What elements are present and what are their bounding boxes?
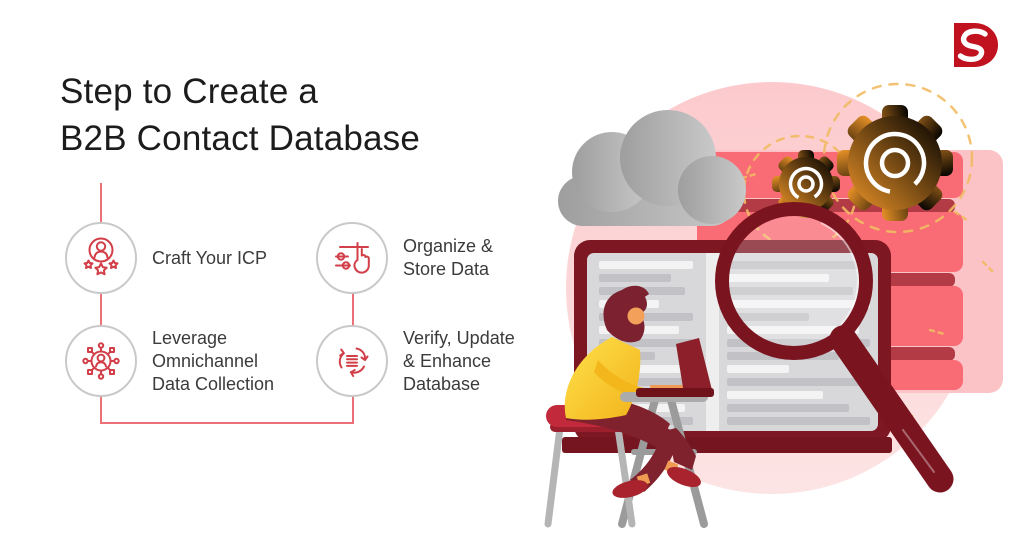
step-label: Craft Your ICP xyxy=(152,247,268,268)
step-leverage-omnichannel: Leverage Omnichannel Data Collection xyxy=(65,325,274,397)
connector-line xyxy=(352,293,354,326)
verify-refresh-data-icon xyxy=(338,347,369,377)
ideal-customer-profile-icon xyxy=(83,237,119,276)
step-craft-your-icp: Craft Your ICP xyxy=(65,222,267,294)
connector-line xyxy=(352,396,354,424)
brand-logo-icon xyxy=(954,23,998,67)
connector-line xyxy=(100,293,102,326)
step-verify-update-enhance: Verify, Update & Enhance Database xyxy=(316,325,515,397)
organize-sliders-hand-icon xyxy=(335,242,370,274)
monitor-base-bar xyxy=(562,437,892,453)
connector-line xyxy=(100,422,354,424)
omnichannel-network-icon xyxy=(82,342,120,380)
small-gear-icon xyxy=(772,150,840,218)
connector-line xyxy=(100,396,102,424)
step-label: Leverage Omnichannel Data Collection xyxy=(152,327,275,394)
step-icon-circle xyxy=(65,222,137,294)
step-organize-store-data: Organize & Store Data xyxy=(316,222,493,294)
laptop-icon xyxy=(636,338,714,397)
step-label: Verify, Update & Enhance Database xyxy=(403,327,515,394)
cloud-icon xyxy=(558,110,746,226)
big-gear-icon xyxy=(837,105,953,221)
magnifying-glass-icon xyxy=(715,202,954,493)
step-icon-circle xyxy=(316,325,388,397)
connector-line xyxy=(100,183,102,223)
step-icon-circle xyxy=(316,222,388,294)
step-label: Organize & Store Data xyxy=(403,236,494,279)
page-title: Step to Create a B2B Contact Database xyxy=(60,72,421,158)
database-search-illustration xyxy=(544,82,1003,528)
step-icon-circle xyxy=(65,325,137,397)
